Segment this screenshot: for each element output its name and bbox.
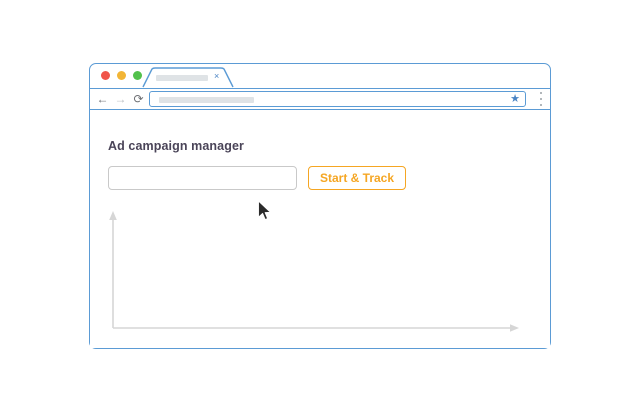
campaign-name-input[interactable] [108, 166, 297, 190]
back-button[interactable]: ← [96, 92, 109, 106]
minimize-window-button[interactable] [117, 71, 126, 80]
bookmark-star-icon[interactable]: ★ [510, 93, 520, 105]
forward-arrow-icon: → [114, 92, 127, 106]
browser-menu-icon[interactable] [539, 92, 543, 106]
back-arrow-icon: ← [96, 92, 109, 106]
page-content: Ad campaign manager Start & Track [90, 110, 550, 348]
tab-title-placeholder [156, 75, 208, 81]
close-window-button[interactable] [101, 71, 110, 80]
maximize-window-button[interactable] [133, 71, 142, 80]
url-text-placeholder [159, 97, 254, 103]
page-title: Ad campaign manager [108, 139, 244, 153]
reload-button[interactable]: ⟳ [132, 92, 145, 106]
campaign-chart [98, 205, 538, 340]
tab-close-icon[interactable]: × [214, 71, 220, 81]
address-bar[interactable]: ★ [149, 91, 526, 107]
menu-dot [540, 98, 542, 100]
browser-tab[interactable]: × [142, 67, 234, 88]
browser-toolbar: ← → ⟳ ★ [90, 88, 550, 110]
window-controls [101, 71, 142, 80]
start-and-track-button[interactable]: Start & Track [308, 166, 407, 190]
menu-dot [540, 92, 542, 94]
menu-dot [540, 104, 542, 106]
browser-window: × ← → ⟳ ★ Ad campaign manager Start & Tr… [89, 63, 551, 349]
forward-button[interactable]: → [114, 92, 127, 106]
browser-title-bar: × [90, 64, 550, 88]
reload-icon: ⟳ [133, 92, 144, 106]
